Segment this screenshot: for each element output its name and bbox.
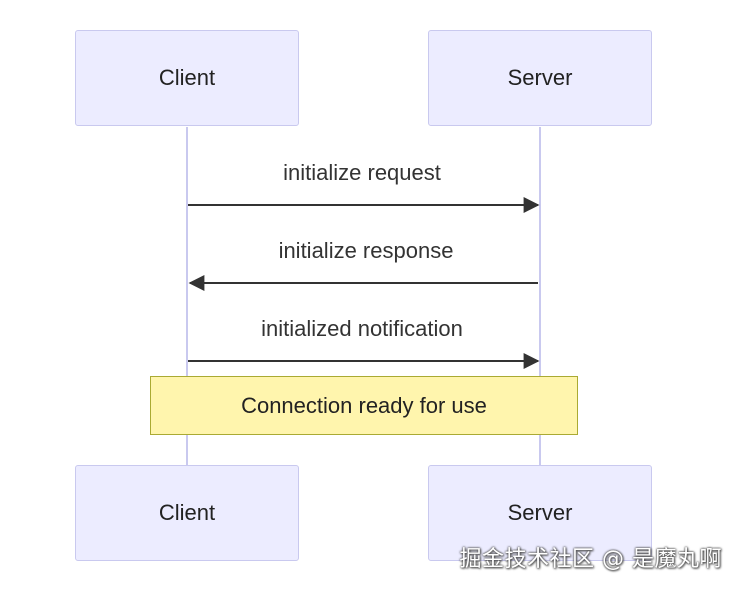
server-lifeline bbox=[539, 127, 541, 465]
server-actor-label: Server bbox=[507, 65, 573, 90]
client-actor-bottom-label: Client bbox=[158, 500, 216, 525]
note-box: Connection ready for use bbox=[150, 376, 578, 435]
watermark-text: 掘金技术社区 @ 是魔丸啊 bbox=[459, 547, 722, 572]
server-actor-bottom: Server bbox=[428, 465, 652, 561]
client-actor-bottom: Client bbox=[75, 465, 299, 561]
message-label-initialize-request: initialize request bbox=[283, 160, 441, 185]
client-actor-label: Client bbox=[158, 65, 216, 90]
server-actor-bottom-label: Server bbox=[507, 500, 573, 525]
message-label-initialize-response: initialize response bbox=[278, 238, 454, 263]
client-lifeline bbox=[186, 127, 188, 465]
message-label-initialized-notification: initialized notification bbox=[261, 316, 463, 341]
client-actor-top: Client bbox=[75, 30, 299, 126]
note-text: Connection ready for use bbox=[241, 392, 487, 418]
server-actor-top: Server bbox=[428, 30, 652, 126]
